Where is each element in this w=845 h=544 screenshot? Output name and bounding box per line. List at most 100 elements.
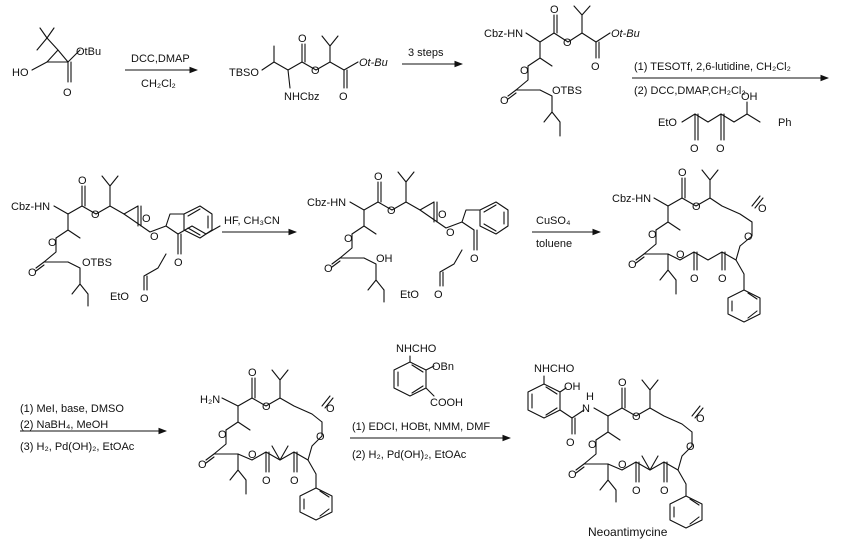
label-o-4b: O [91, 209, 100, 221]
reaction-arrow-6: (1) MeI, base, DMSO (2) NaBH₄, MeOH (3) … [20, 403, 168, 453]
label-o-7e: O [218, 429, 227, 441]
label-cbz-hn-4: Cbz-HN [612, 193, 651, 205]
label-o-5g: O [324, 263, 333, 275]
label-eto-2: EtO [110, 291, 129, 303]
label-o-6g: O [676, 249, 685, 261]
label-o-4h: O [140, 293, 149, 305]
label-cbz-hn-2: Cbz-HN [11, 201, 50, 213]
label-o: O [63, 87, 72, 99]
label-o-6i: O [718, 273, 727, 285]
label-o-5h: O [434, 289, 443, 301]
reagent-6-line-2: (2) NaBH₄, MeOH [20, 419, 108, 431]
label-o-8d: O [686, 441, 695, 453]
label-eto: EtO [658, 117, 677, 129]
product-name-label: Neoantimycine [588, 525, 668, 539]
label-o-8e: O [588, 439, 597, 451]
compound-free-alcohol: Cbz-HN O O O O O O O OH EtO O [307, 171, 509, 303]
label-cbz-hn: Cbz-HN [484, 28, 523, 40]
compound-macrocycle: Cbz-HN O O O O O O O O O [612, 167, 767, 323]
label-oh: OH [741, 91, 758, 103]
label-ho: HO [12, 67, 29, 79]
reagent-5-line-2: toluene [536, 238, 572, 250]
reagent-7-line-2: (2) H₂, Pd(OH)₂, EtOAc [352, 449, 467, 461]
reagent-2-line-1: 3 steps [408, 47, 444, 59]
compound-depsipeptide-fragment: Cbz-HN O O O Ot-Bu O O OTBS [484, 4, 640, 137]
label-ot-bu-2: Ot-Bu [611, 28, 640, 40]
reagent-4-line-1: HF, CH₃CN [224, 215, 280, 227]
label-otbu: OtBu [76, 46, 101, 58]
label-o-6d: O [744, 231, 753, 243]
label-o-4g: O [28, 267, 37, 279]
reagent-6-line-3: (3) H₂, Pd(OH)₂, EtOAc [20, 441, 135, 453]
label-o-8g: O [618, 459, 627, 471]
label-n: N [582, 403, 590, 415]
compound-open-chain-tbs: Cbz-HN O O O O O O O OTBS EtO O [11, 175, 221, 307]
reaction-arrow-4: HF, CH₃CN [222, 215, 298, 236]
label-o-5f: O [344, 233, 353, 245]
label-o-8c: O [696, 413, 705, 425]
label-o-carbonyl-2: O [339, 91, 348, 103]
label-tbso: TBSO [229, 67, 259, 79]
label-otbs: OTBS [552, 85, 582, 97]
label-o-8b: O [632, 411, 641, 423]
label-o-6a: O [678, 167, 687, 179]
label-o-7i: O [290, 475, 299, 487]
reagent-7-line-1: (1) EDCI, HOBt, NMM, DMF [352, 421, 490, 433]
label-o-5b: O [387, 205, 396, 217]
label-o-6c: O [758, 203, 767, 215]
reaction-arrow-1: DCC,DMAP CH₂Cl₂ [125, 53, 199, 90]
label-o-8i: O [660, 485, 669, 497]
label-o-8h: O [632, 485, 641, 497]
label-o-7f: O [198, 459, 207, 471]
label-o-5d: O [446, 227, 455, 239]
label-o-7d: O [316, 431, 325, 443]
compound-ketoester-alcohol: EtO O O OH Ph [658, 91, 791, 155]
label-o-4e: O [174, 257, 183, 269]
reagent-1-line-2: CH₂Cl₂ [141, 78, 176, 90]
label-o-carbonyl-top: O [591, 61, 600, 73]
reagent-1-line-1: DCC,DMAP [131, 53, 190, 65]
label-o-7c: O [326, 403, 335, 415]
compound-start-hydroxy-ester: OtBu HO O [12, 27, 101, 99]
label-o-7b: O [262, 401, 271, 413]
label-o-8f: O [568, 469, 577, 481]
label-o-8z: O [566, 437, 575, 449]
label-oh-2: OH [376, 253, 393, 265]
reaction-arrow-7: (1) EDCI, HOBt, NMM, DMF (2) H₂, Pd(OH)₂… [350, 421, 512, 461]
label-o-ester: O [311, 65, 320, 77]
label-eto-3: EtO [400, 289, 419, 301]
label-o-left: O [520, 65, 529, 77]
label-otbs-2: OTBS [82, 257, 112, 269]
compound-amine-macrocycle: H₂N O O O O O O O O O [198, 367, 335, 521]
label-o-7h: O [262, 475, 271, 487]
label-o-5e: O [470, 253, 479, 265]
reagent-3-line-2: (2) DCC,DMAP,CH₂Cl₂ [634, 85, 746, 97]
label-h: H [586, 391, 594, 403]
label-o-6b: O [692, 201, 701, 213]
compound-neoantimycine: NHCHO OH O N H O O O O O O O O O N [527, 363, 705, 539]
label-o-top: O [550, 4, 559, 16]
label-cbz-hn-3: Cbz-HN [307, 197, 346, 209]
label-ot-bu: Ot-Bu [359, 57, 388, 69]
label-o-7g: O [248, 449, 257, 461]
reagent-3-line-1: (1) TESOTf, 2,6-lutidine, CH₂Cl₂ [634, 61, 791, 73]
label-cooh: COOH [430, 397, 463, 409]
label-obn: OBn [432, 361, 454, 373]
label-o-8a: O [618, 377, 627, 389]
compound-tbs-ester: TBSO O O NHCbz O Ot-Bu [229, 33, 388, 103]
reagent-5-line-1: CuSO₄ [536, 215, 571, 227]
compound-aryl-acid: NHCHO OBn COOH [393, 343, 463, 409]
label-o-6h: O [690, 273, 699, 285]
label-o-5a: O [374, 171, 383, 183]
label-o-k1: O [690, 143, 699, 155]
label-o-6e: O [648, 229, 657, 241]
label-o-7a: O [248, 367, 257, 379]
reagent-6-line-1: (1) MeI, base, DMSO [20, 403, 124, 415]
reaction-arrow-5: CuSO₄ toluene [532, 215, 602, 250]
label-o-4c: O [142, 213, 151, 225]
label-o-left-2: O [500, 95, 509, 107]
label-o-4d: O [150, 231, 159, 243]
label-nhcbz: NHCbz [284, 91, 319, 103]
reaction-arrow-2: 3 steps [402, 47, 464, 68]
label-o-6f: O [628, 259, 637, 271]
